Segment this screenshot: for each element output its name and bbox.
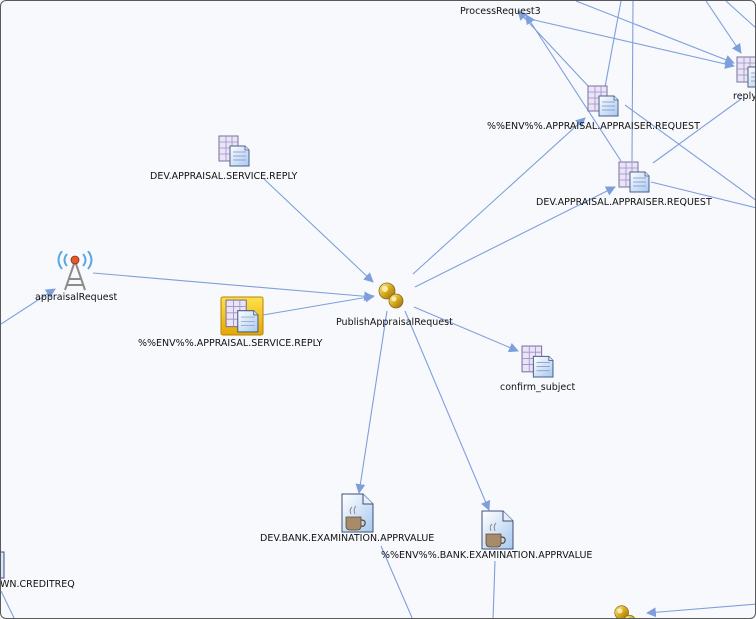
node-label: confirm_subject: [500, 382, 575, 393]
edge-envappraiser-out: [624, 104, 755, 201]
node-publish-appraisal-request[interactable]: PublishAppraisalRequest: [336, 282, 453, 328]
node-label: DEV.APPRAISAL.APPRAISER.REQUEST: [536, 197, 712, 208]
edge-publish-envbank: [404, 310, 491, 511]
edge-creditreq-down: [1, 590, 15, 618]
node-processrequest3[interactable]: ProcessRequest3: [460, 6, 541, 17]
node-label: %%ENV%%.APPRAISAL.APPRAISER.REQUEST: [487, 121, 700, 132]
node-label: %%ENV%%.BANK.EXAMINATION.APPRVALUE: [381, 550, 592, 561]
edge-appraisalrequest-in: [1, 288, 56, 325]
node-dev-appraiser-request[interactable]: DEV.APPRAISAL.APPRAISER.REQUEST: [536, 161, 712, 208]
edge-envappraiser-process: [517, 10, 590, 88]
publisher-icon: [614, 605, 636, 618]
edge-top-devappraiser: [631, 1, 634, 162]
node-label: %%ENV%%.APPRAISAL.SERVICE.REPLY: [138, 338, 323, 349]
node-bottom-process[interactable]: [614, 605, 636, 619]
node-label: appraisalRequest: [35, 292, 118, 303]
destination-icon: [618, 161, 650, 193]
node-label: WN.CREDITREQ: [1, 579, 75, 590]
edge-envservicereply-publish: [262, 292, 375, 316]
edge-top-reply: [705, 1, 742, 54]
node-appraisal-request[interactable]: appraisalRequest: [35, 251, 118, 303]
node-label: PublishAppraisalRequest: [336, 317, 453, 328]
node-label: ProcessRequest3: [460, 6, 541, 17]
edge-top-right: [725, 1, 755, 28]
node-env-service-reply[interactable]: %%ENV%%.APPRAISAL.SERVICE.REPLY: [138, 296, 323, 349]
edge-devappraiser-reply: [652, 98, 742, 164]
edge-process-reply: [575, 1, 735, 65]
edge-publish-envappraiser: [412, 117, 586, 275]
edge-devappraiser-process: [525, 14, 622, 162]
edge-publish-devappraiser: [414, 186, 616, 288]
destination-icon: [587, 85, 619, 117]
node-creditreq[interactable]: WN.CREDITREQ: [1, 551, 75, 590]
edge-envbank-down: [492, 560, 496, 618]
node-reply[interactable]: reply: [733, 56, 756, 102]
destination-icon: [1, 551, 5, 579]
destination-icon: [521, 345, 554, 378]
edge-devbank-down: [380, 545, 413, 618]
node-dev-service-reply[interactable]: DEV.APPRAISAL.SERVICE.REPLY: [150, 135, 298, 182]
edge-devappraiser-out: [650, 181, 755, 209]
edge-top-envappraiser: [604, 1, 622, 88]
destination-icon: [218, 135, 250, 167]
node-confirm-subject[interactable]: confirm_subject: [500, 345, 575, 393]
node-label: reply: [733, 91, 756, 102]
destination-icon: [736, 56, 755, 88]
edge-appraisalrequest-publish: [92, 272, 374, 302]
edge-publish-confirm: [413, 306, 519, 353]
edge-in-bottomprocess: [646, 603, 755, 618]
node-label: DEV.BANK.EXAMINATION.APPRVALUE: [260, 533, 434, 544]
edge-publish-devbank: [355, 310, 388, 494]
node-dev-bank-apprvalue[interactable]: DEV.BANK.EXAMINATION.APPRVALUE: [260, 493, 434, 544]
node-env-bank-apprvalue[interactable]: %%ENV%%.BANK.EXAMINATION.APPRVALUE: [381, 510, 592, 561]
broadcast-tower-icon: [57, 251, 93, 291]
node-env-appraiser-request[interactable]: %%ENV%%.APPRAISAL.APPRAISER.REQUEST: [487, 85, 700, 132]
publisher-icon: [378, 282, 404, 309]
node-label: DEV.APPRAISAL.SERVICE.REPLY: [150, 171, 298, 182]
java-file-icon: [341, 493, 374, 533]
java-file-icon: [481, 510, 514, 550]
edge-servicereply-publish: [263, 178, 374, 283]
edge-process-reply-2: [520, 16, 735, 69]
